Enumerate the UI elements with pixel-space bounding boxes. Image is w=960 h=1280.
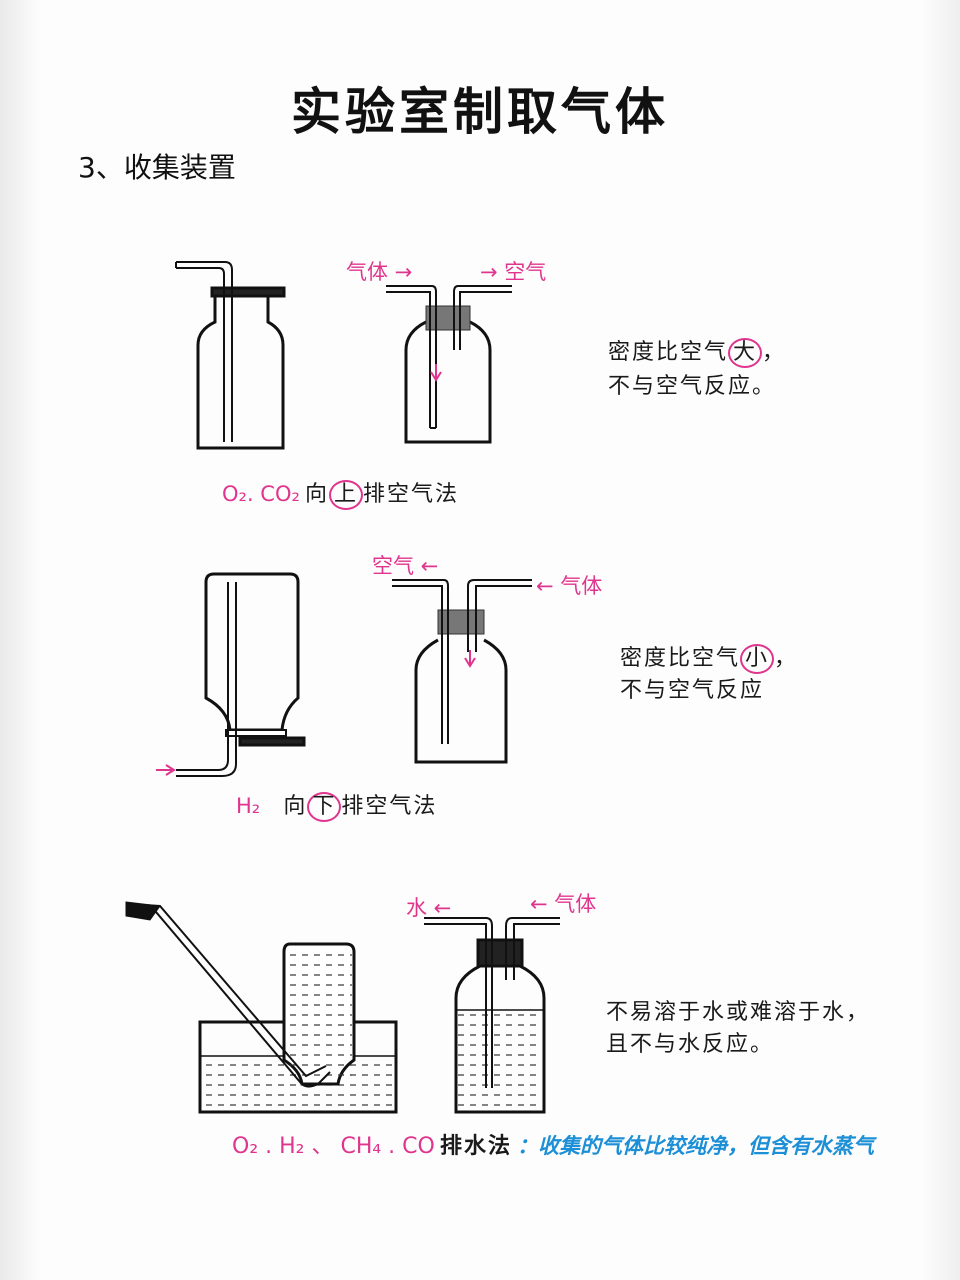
air-out-label-2: 空气 ← — [372, 554, 439, 578]
method3-remark: ：收集的气体比较纯净，但含有水蒸气 — [517, 1134, 875, 1158]
method2-gases: H₂ — [236, 794, 261, 818]
method1-key: 上 — [329, 480, 364, 510]
note1-text: 密度比空气 — [608, 340, 729, 365]
gas-in-label-2: ← 气体 — [536, 574, 603, 598]
gas-washing-bottle-1 — [386, 285, 512, 444]
gas-in-label-3: ← 气体 — [530, 892, 597, 916]
condition-note-1b: 不与空气反应。 — [608, 374, 777, 399]
page-title: 实验室制取气体 — [291, 83, 669, 141]
condition-note-3: 不易溶于水或难溶于水， — [606, 1000, 871, 1025]
inverted-collection-bottle — [176, 572, 306, 777]
section-heading: 3、收集装置 — [78, 151, 236, 184]
note2-text: 密度比空气 — [620, 646, 741, 671]
condition-note-3b: 且不与水反应。 — [606, 1032, 775, 1057]
note2-key: 小 — [740, 644, 775, 674]
gas-in-label: 气体 → — [346, 260, 413, 284]
method2-key: 下 — [307, 792, 342, 822]
inverted-water-bottle — [282, 942, 356, 1086]
method3-gases: O₂ . H₂ 、 CH₄ . CO — [232, 1134, 435, 1159]
gas-washing-bottle-2 — [392, 579, 532, 764]
note1-key: 大 — [728, 338, 763, 368]
air-out-label: → 空气 — [480, 260, 547, 284]
upright-collection-bottle — [175, 261, 286, 450]
method2-after: 排空气法 — [341, 794, 438, 819]
delivery-tube — [125, 901, 331, 1088]
water-out-label: 水 ← — [406, 896, 452, 920]
method1-gases: O₂. CO₂ — [222, 482, 300, 506]
method1-text: 向上排空气法 — [305, 480, 460, 510]
method3-text: 排水法 — [439, 1133, 512, 1159]
method-line-1: O₂. CO₂ 向上排空气法 — [222, 476, 459, 510]
method-line-3: O₂ . H₂ 、 CH₄ . CO 排水法 ：收集的气体比较纯净，但含有水蒸气 — [232, 1128, 874, 1160]
condition-note-1: 密度比空气大， — [608, 334, 786, 368]
condition-note-2: 密度比空气小， — [620, 640, 798, 674]
method2-before: 向 — [283, 794, 308, 819]
method1-after: 排空气法 — [363, 482, 460, 507]
gas-washing-bottle-3 — [424, 917, 560, 1114]
note1-punct: ， — [762, 340, 787, 365]
condition-note-2b: 不与空气反应 — [620, 678, 765, 703]
method-line-2: H₂ 向下排空气法 — [236, 788, 437, 822]
method2-text: 向下排空气法 — [283, 792, 438, 822]
note2-punct: ， — [774, 646, 799, 671]
method1-before: 向 — [305, 482, 330, 507]
